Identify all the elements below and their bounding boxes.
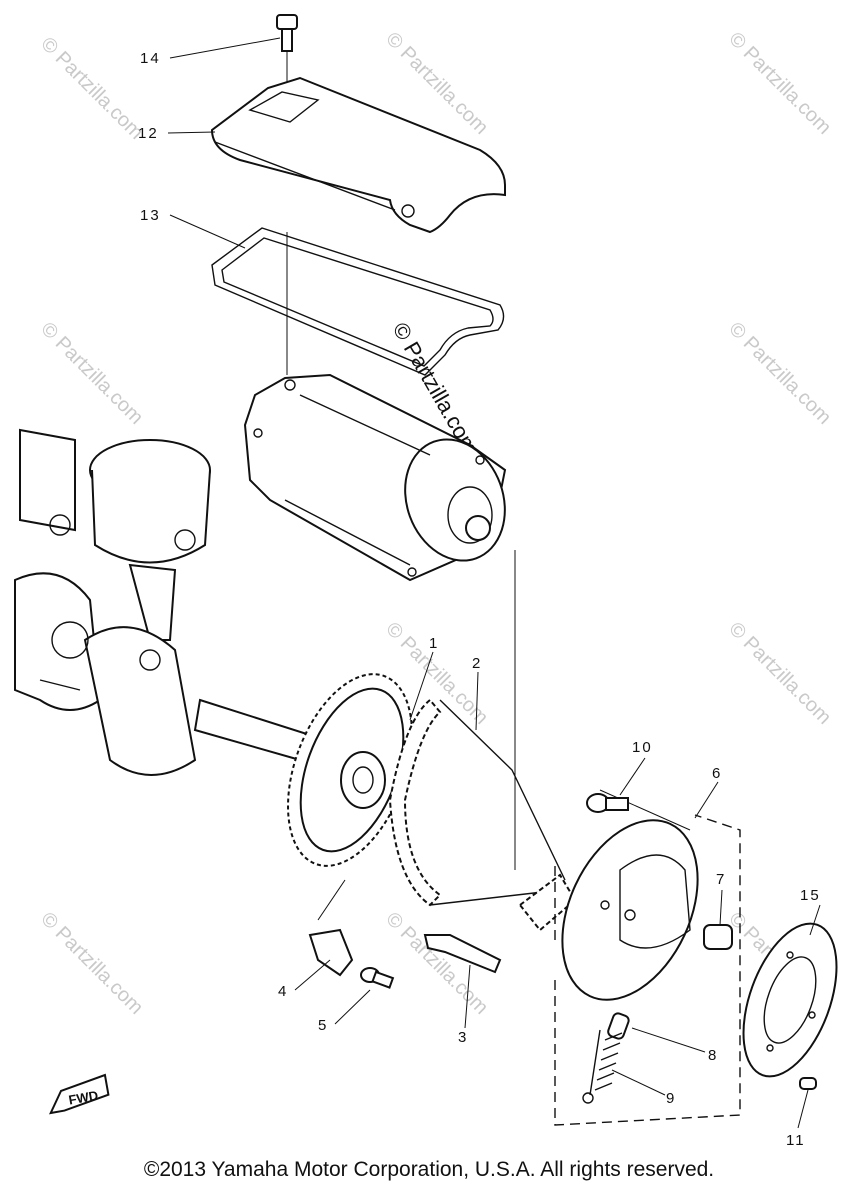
part-3-chain-guide <box>423 934 502 974</box>
callout-3: 3 <box>458 1029 468 1046</box>
watermark: © Partzilla.com <box>36 908 147 1019</box>
callout-15: 15 <box>800 887 821 904</box>
watermark: © Partzilla.com <box>724 318 835 429</box>
part-14-bolt <box>276 14 298 95</box>
watermark: © Partzilla.com <box>724 28 835 139</box>
callout-11: 11 <box>786 1132 806 1149</box>
watermark: © Partzilla.com <box>36 318 147 429</box>
callout-6: 6 <box>712 765 722 782</box>
part-2-chain <box>388 550 577 932</box>
part-8-plunger <box>607 1012 630 1040</box>
leader-lines <box>167 37 821 1129</box>
part-13-gasket <box>211 227 505 376</box>
callout-9: 9 <box>666 1090 676 1107</box>
callout-1: 1 <box>429 635 439 652</box>
callout-2: 2 <box>472 655 482 672</box>
part-10-bolt <box>586 793 629 813</box>
part-11-pin <box>799 1077 817 1090</box>
callout-13: 13 <box>140 207 161 224</box>
callout-4: 4 <box>278 983 288 1000</box>
callout-8: 8 <box>708 1047 718 1064</box>
callout-12: 12 <box>138 125 159 142</box>
part-9-spring <box>582 1029 623 1104</box>
crankshaft-assembly <box>14 428 312 776</box>
copyright-text: ©2013 Yamaha Motor Corporation, U.S.A. A… <box>143 1158 715 1181</box>
callout-10: 10 <box>632 739 653 756</box>
part-1-sprocket <box>287 673 413 867</box>
fwd-label: FWD <box>67 1088 99 1108</box>
callout-7: 7 <box>716 871 726 888</box>
starter-motor <box>243 373 507 582</box>
part-12-cover <box>210 76 506 234</box>
callout-labels: 14 12 13 1 2 10 6 7 15 4 5 3 8 9 11 <box>138 50 821 1149</box>
part-6-clutch-assembly <box>554 789 741 1126</box>
part-7-roller <box>703 924 733 950</box>
callout-5: 5 <box>318 1017 328 1034</box>
part-15-washer-plate <box>742 922 838 1078</box>
watermark: © Partzilla.com <box>724 618 835 729</box>
callout-14: 14 <box>140 50 161 67</box>
fwd-arrow-icon: FWD <box>48 1073 110 1115</box>
part-5-bolt <box>360 967 395 989</box>
part-4-bracket <box>308 879 354 977</box>
watermark: © Partzilla.com <box>36 33 147 144</box>
